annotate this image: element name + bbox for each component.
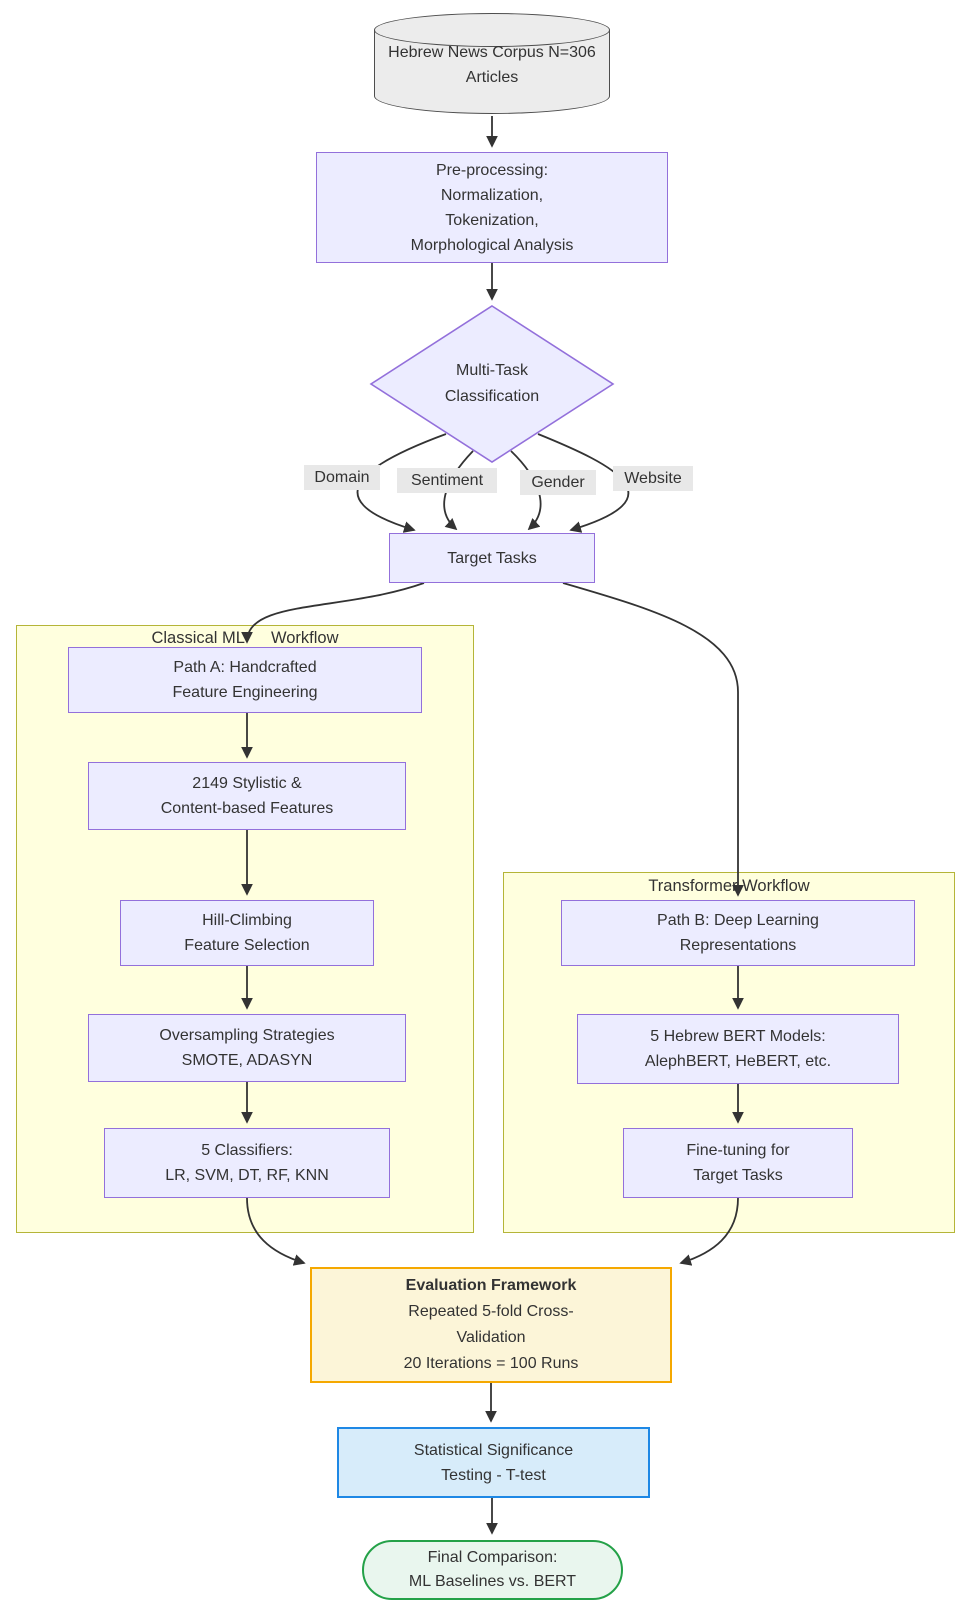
classical-ml-container-title: Classical ML Workflow [16, 628, 474, 648]
text-line: 5 Hebrew BERT Models: [650, 1028, 826, 1045]
text-line: Content-based Features [160, 800, 334, 817]
text-line: Classification [444, 388, 540, 405]
text-line: Oversampling Strategies [159, 1027, 335, 1044]
edge-targets-path-b [562, 582, 744, 897]
edge-fine-tuning-evaluation [679, 1197, 739, 1266]
text-line: Tokenization, [445, 211, 539, 229]
text-line: Repeated 5-fold Cross- [408, 1303, 574, 1320]
corpus-cylinder: Hebrew News Corpus N=306 Articles [374, 40, 610, 90]
text-line: Morphological Analysis [410, 236, 574, 254]
text-line: Target Tasks [693, 1167, 783, 1184]
corpus-cylinder-top-ellipse [374, 13, 610, 47]
statistical-testing-node: Statistical Significance Testing - T-tes… [337, 1427, 650, 1498]
text-line: Validation [456, 1329, 526, 1346]
decision-node-text: Multi-Task Classification [402, 358, 582, 410]
features-node: 2149 Stylistic & Content-based Features [88, 762, 406, 830]
edge-classifiers-evaluation [246, 1197, 306, 1266]
oversampling-node: Oversampling Strategies SMOTE, ADASYN [88, 1014, 406, 1082]
text-line: 2149 Stylistic & [192, 775, 302, 792]
fine-tuning-node: Fine-tuning for Target Tasks [623, 1128, 853, 1198]
text-line: 20 Iterations = 100 Runs [403, 1355, 579, 1372]
text-line: Testing - T-test [441, 1466, 546, 1484]
text-line: AlephBERT, HeBERT, etc. [644, 1053, 832, 1070]
text-line: Target Tasks [447, 549, 537, 567]
container-title-part: Classical ML [151, 629, 245, 647]
evaluation-node: Evaluation Framework Repeated 5-fold Cro… [310, 1267, 672, 1383]
container-title-part: Workflow [270, 629, 339, 647]
text-line: Normalization, [440, 186, 544, 204]
edge-label-sentiment: Sentiment [397, 468, 497, 493]
text-line: Multi-Task [455, 362, 528, 379]
preprocessing-node: Pre-processing: Normalization, Tokenizat… [316, 152, 668, 263]
edge-label-gender: Gender [520, 470, 596, 495]
text-line: Feature Engineering [172, 684, 318, 701]
target-tasks-node: Target Tasks [389, 533, 595, 583]
path-a-node: Path A: Handcrafted Feature Engineering [68, 647, 422, 713]
edge-label-domain: Domain [304, 465, 380, 490]
text-line: LR, SVM, DT, RF, KNN [165, 1167, 329, 1184]
edge-targets-path-a [241, 582, 425, 644]
text-line: SMOTE, ADASYN [181, 1052, 313, 1069]
final-comparison-node: Final Comparison: ML Baselines vs. BERT [362, 1540, 623, 1600]
text-line: Representations [679, 937, 797, 954]
text-line: Final Comparison: [427, 1549, 558, 1566]
decision-diamond-shape [369, 305, 615, 463]
text-line: Feature Selection [184, 937, 310, 954]
text-line: Statistical Significance [413, 1441, 574, 1459]
text-line: ML Baselines vs. BERT [408, 1573, 577, 1590]
path-b-node: Path B: Deep Learning Representations [561, 900, 915, 966]
text-line: Hebrew News Corpus [388, 44, 544, 61]
edge-label-website: Website [613, 466, 693, 491]
text-line: Hill-Climbing [202, 912, 292, 929]
text-line: 5 Classifiers: [201, 1142, 293, 1159]
transformer-container-title: Transformer Workflow [648, 877, 810, 895]
text-line: Pre-processing: [435, 161, 549, 179]
bert-models-node: 5 Hebrew BERT Models: AlephBERT, HeBERT,… [577, 1014, 899, 1084]
text-line: Evaluation Framework [405, 1277, 577, 1294]
classifiers-node: 5 Classifiers: LR, SVM, DT, RF, KNN [104, 1128, 390, 1198]
text-line: Fine-tuning for [686, 1142, 790, 1159]
hill-climbing-node: Hill-Climbing Feature Selection [120, 900, 374, 966]
text-line: N=306 Articles [465, 44, 596, 86]
text-line: Path B: Deep Learning [657, 912, 819, 929]
text-line: Path A: Handcrafted [173, 659, 317, 676]
